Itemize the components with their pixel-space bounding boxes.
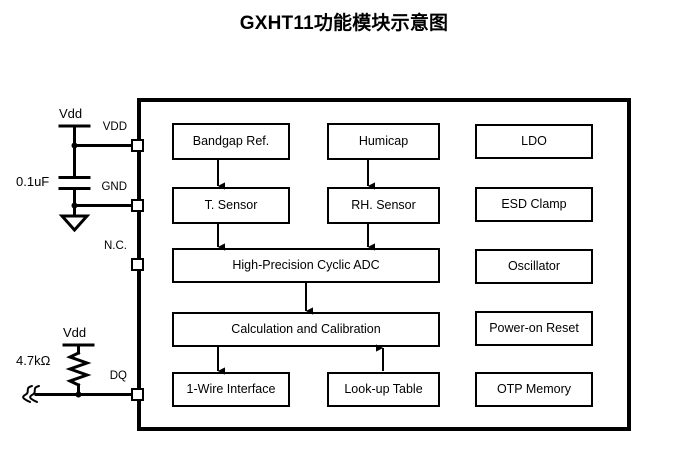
block-label: LDO	[521, 134, 547, 149]
block-por: Power-on Reset	[475, 311, 593, 346]
block-tsensor: T. Sensor	[172, 187, 290, 224]
block-adc: High-Precision Cyclic ADC	[172, 248, 440, 283]
vdd-supply-label: Vdd	[59, 106, 83, 121]
block-oscillator: Oscillator	[475, 249, 593, 284]
pin-pad-gnd	[131, 199, 144, 212]
block-label: Humicap	[358, 134, 409, 149]
pin-pad-nc	[131, 258, 144, 271]
block-label: 1-Wire Interface	[186, 382, 276, 397]
block-ldo: LDO	[475, 124, 593, 159]
block-label: High-Precision Cyclic ADC	[232, 258, 380, 273]
dq-junction-dot	[75, 391, 82, 398]
block-label: Oscillator	[507, 259, 561, 274]
block-bandgap: Bandgap Ref.	[172, 123, 290, 160]
pin-label-dq: DQ	[109, 370, 127, 382]
block-onewire: 1-Wire Interface	[172, 372, 290, 407]
ground-symbol	[58, 203, 91, 233]
block-label: Look-up Table	[344, 382, 423, 397]
block-esdclamp: ESD Clamp	[475, 187, 593, 222]
resistor-value-label: 4.7kΩ	[16, 353, 51, 368]
block-label: Power-on Reset	[489, 321, 579, 336]
gnd-junction-dot	[71, 202, 78, 209]
pin-label-vdd: VDD	[102, 121, 127, 133]
block-label: RH. Sensor	[351, 198, 416, 213]
block-label: Bandgap Ref.	[192, 134, 270, 149]
vdd-junction-dot	[71, 142, 78, 149]
wire-break-symbol	[22, 385, 40, 403]
capacitor-symbol	[58, 143, 91, 207]
block-label: Calculation and Calibration	[231, 322, 381, 337]
page-title: GXHT11功能模块示意图	[239, 13, 449, 34]
vdd-pullup-label: Vdd	[63, 325, 87, 340]
capacitor-value-label: 0.1uF	[16, 174, 50, 189]
pin-pad-vdd	[131, 139, 144, 152]
block-lookup: Look-up Table	[327, 372, 440, 407]
block-label: T. Sensor	[204, 198, 258, 213]
vdd-pullup-symbol	[62, 343, 95, 355]
pin-label-gnd: GND	[101, 181, 127, 193]
pin-label-nc: N.C.	[104, 240, 127, 252]
block-humicap: Humicap	[327, 123, 440, 160]
block-label: OTP Memory	[496, 382, 572, 397]
block-calc: Calculation and Calibration	[172, 312, 440, 347]
pin-pad-dq	[131, 388, 144, 401]
block-otp: OTP Memory	[475, 372, 593, 407]
block-label: ESD Clamp	[501, 197, 567, 212]
block-rhsensor: RH. Sensor	[327, 187, 440, 224]
